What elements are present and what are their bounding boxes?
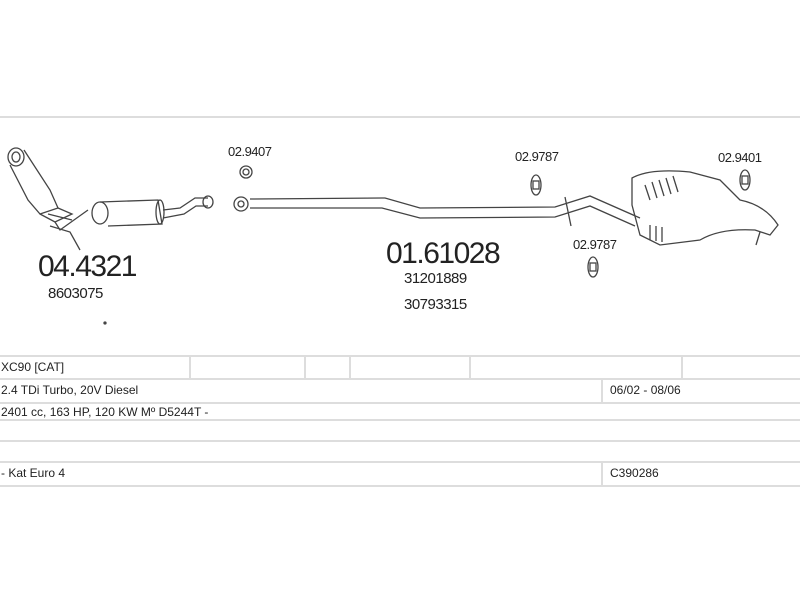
gasket-drawing — [233, 165, 253, 212]
note-cell: - Kat Euro 4 — [1, 466, 66, 480]
code-cell: C390286 — [610, 466, 659, 480]
model-cell: XC90 [CAT] — [1, 360, 65, 374]
oem-ref: 30793315 — [404, 296, 467, 313]
part-label-mount-1: 02.9787 — [515, 149, 559, 164]
part-label-gasket: 02.9407 — [228, 144, 272, 159]
part-number-catalyst: 04.4321 — [38, 250, 137, 283]
oem-ref: 8603075 — [48, 285, 103, 302]
exhaust-diagram — [7, 147, 779, 325]
oem-ref: 31201889 — [404, 270, 467, 287]
top-divider — [0, 116, 800, 118]
part-number-pipe: 01.61028 — [386, 237, 501, 270]
pipe-drawing — [249, 195, 641, 227]
catalytic-converter-drawing — [7, 147, 214, 251]
specs-cell: 2401 cc, 163 HP, 120 KW Mº D5244T - — [1, 405, 209, 419]
rubber-mount-drawings — [530, 169, 751, 278]
part-label-mount-2: 02.9787 — [573, 237, 617, 252]
part-label-mount-3: 02.9401 — [718, 150, 762, 165]
rear-muffler-drawing — [631, 170, 779, 246]
period-cell: 06/02 - 08/06 — [610, 383, 681, 397]
engine-cell: 2.4 TDi Turbo, 20V Diesel — [1, 383, 139, 397]
